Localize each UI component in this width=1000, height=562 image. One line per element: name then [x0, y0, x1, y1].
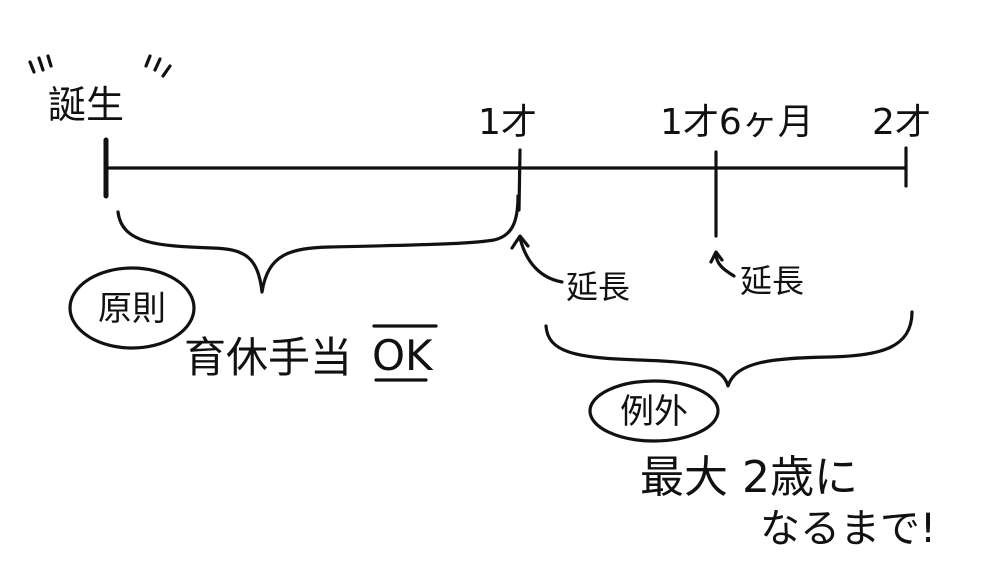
- exception-badge-label: 例外: [620, 392, 688, 432]
- rule-brace: [116, 194, 520, 294]
- tick-label-age1: 1才: [478, 102, 537, 143]
- extension-arrow-age1-6m: [709, 250, 736, 278]
- exception-badge-circle: [588, 379, 720, 443]
- until-text-line2: なるまで!: [760, 506, 936, 552]
- extension-label-age1: 延長: [566, 268, 630, 306]
- birth-label: 誕生: [48, 83, 124, 127]
- exception-brace: [544, 310, 914, 388]
- emphasis-marks-left: [28, 54, 53, 74]
- emphasis-marks-right: [144, 54, 172, 78]
- tick-label-age2: 2才: [872, 102, 931, 143]
- allowance-ok-symbol: OK: [372, 331, 434, 380]
- allowance-label: 育休手当: [184, 333, 352, 382]
- extension-label-age1-6m: 延長: [740, 262, 804, 300]
- extension-arrow-age1: [510, 234, 564, 284]
- rule-badge-label: 原則: [98, 289, 166, 329]
- rule-badge-circle: [68, 266, 196, 350]
- tick-label-age1-6m: 1才6ヶ月: [660, 102, 814, 143]
- until-text-line1: 最大 2歳に: [640, 452, 858, 503]
